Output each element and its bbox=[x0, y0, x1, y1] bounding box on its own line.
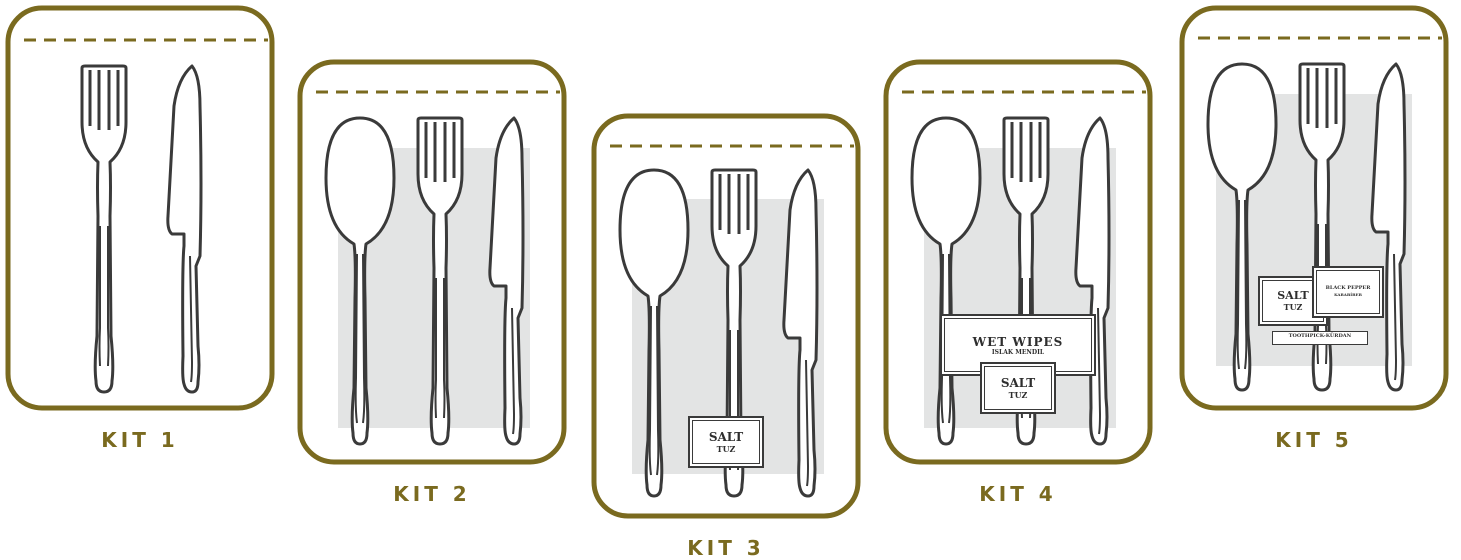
kit-5-frame bbox=[1180, 6, 1448, 411]
kit-label: KIT 4 bbox=[884, 482, 1152, 506]
wet-wipes-sublabel: ISLAK MENDIL bbox=[942, 350, 1094, 356]
salt-packet-label: SALT bbox=[982, 377, 1054, 389]
salt-packet-sublabel: TUZ bbox=[690, 445, 762, 453]
kit-1-frame bbox=[6, 6, 274, 411]
black-pepper-sublabel: KARABİBER bbox=[1314, 293, 1382, 297]
kit-2-frame bbox=[298, 60, 566, 465]
salt-packet: SALT TUZ bbox=[688, 416, 764, 468]
kit-label: KIT 5 bbox=[1180, 428, 1448, 452]
kit-label: KIT 2 bbox=[298, 482, 566, 506]
kit-label: KIT 3 bbox=[592, 536, 860, 560]
black-pepper-packet: BLACK PEPPER KARABİBER bbox=[1312, 266, 1384, 318]
toothpick-label: TOOTHPICK-KÜRDAN bbox=[1273, 334, 1367, 339]
salt-packet-label: SALT bbox=[690, 431, 762, 443]
kit-4: WET WIPES ISLAK MENDIL SALT TUZ KIT 4 bbox=[884, 60, 1152, 510]
salt-packet-sublabel: TUZ bbox=[982, 391, 1054, 399]
kit-5: SALT TUZ BLACK PEPPER KARABİBER TOOTHPIC… bbox=[1180, 6, 1448, 456]
salt-packet: SALT TUZ bbox=[980, 362, 1056, 414]
wet-wipes-label: WET WIPES bbox=[942, 336, 1094, 348]
kit-label: KIT 1 bbox=[6, 428, 274, 452]
kit-3: SALT TUZ KIT 3 bbox=[592, 114, 860, 559]
toothpick-packet: TOOTHPICK-KÜRDAN bbox=[1272, 331, 1368, 345]
kit-1: KIT 1 bbox=[6, 6, 274, 456]
black-pepper-label: BLACK PEPPER bbox=[1314, 286, 1382, 291]
kit-2: KIT 2 bbox=[298, 60, 566, 510]
